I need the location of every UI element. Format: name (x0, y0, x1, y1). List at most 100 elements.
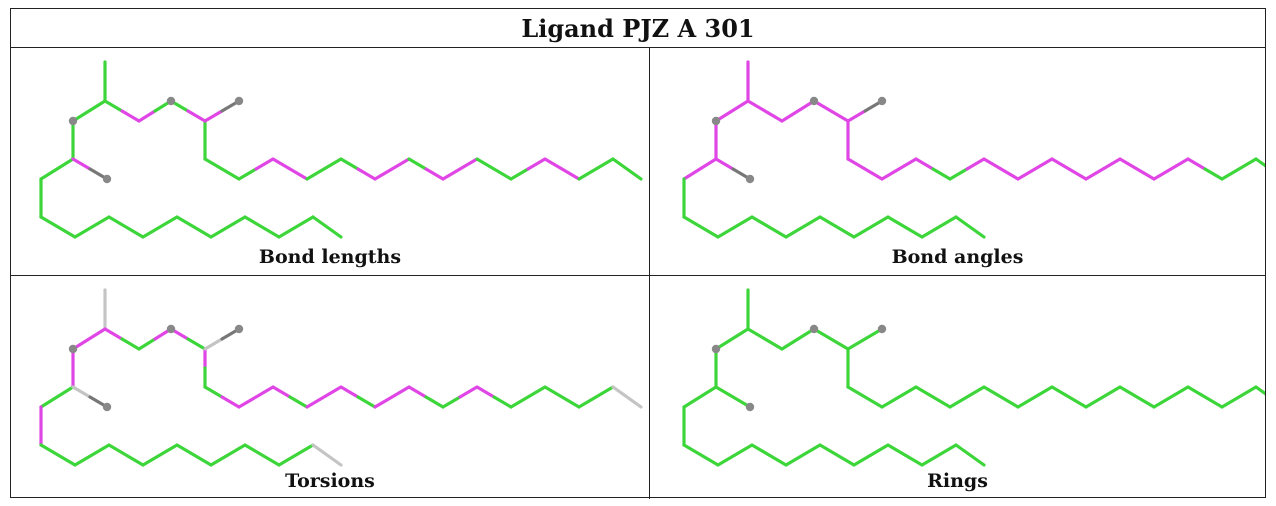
bond (784, 443, 822, 467)
bond (203, 157, 241, 181)
atom-marker (711, 344, 721, 354)
bond-half (339, 157, 360, 171)
atom-marker (745, 402, 755, 412)
atom-marker (68, 116, 78, 126)
bond-half (137, 109, 157, 123)
bond-half (103, 327, 124, 341)
bond (852, 443, 890, 467)
grid-divider-horizontal (11, 275, 1265, 276)
bond-half (1203, 167, 1224, 181)
bond (682, 157, 718, 181)
bond (107, 215, 145, 239)
bond (780, 99, 816, 123)
bond (1084, 157, 1122, 181)
bond-half (288, 395, 309, 409)
bond (1152, 385, 1190, 409)
bond (73, 443, 111, 467)
bond (948, 385, 986, 409)
bond (1152, 157, 1190, 181)
bond (812, 99, 850, 123)
bond (982, 385, 1020, 409)
molecule-rings (682, 288, 1265, 467)
bond-half (203, 109, 224, 123)
molecule-torsions (39, 288, 643, 467)
atom-marker (166, 96, 176, 106)
bond (311, 215, 343, 239)
panel-rings: Rings (650, 276, 1265, 499)
bond (714, 385, 752, 409)
bond (39, 385, 75, 409)
bond (39, 443, 77, 467)
bond (1016, 157, 1054, 181)
bond (543, 157, 581, 181)
bond-half (71, 157, 92, 171)
bond (846, 327, 884, 351)
bond (714, 99, 750, 123)
panel-bond-lengths: Bond lengths (11, 48, 649, 275)
bond (277, 443, 315, 467)
atom-marker (711, 116, 721, 126)
bond-half (356, 395, 377, 409)
bond-half (846, 109, 867, 123)
bond (1050, 157, 1088, 181)
bond-half (103, 99, 124, 113)
bond (780, 327, 816, 351)
bond-half (441, 395, 462, 409)
bond (750, 443, 788, 467)
bond (852, 215, 890, 239)
molecule-bond-angles (682, 60, 1265, 239)
bond (1220, 157, 1258, 181)
bond (441, 157, 479, 181)
bond (1254, 385, 1265, 396)
bond-half (475, 385, 496, 399)
bond (682, 215, 720, 239)
bond (818, 215, 856, 239)
bond-half (424, 167, 445, 181)
bond (73, 215, 111, 239)
bond (271, 157, 309, 181)
bond (714, 327, 750, 351)
bond (846, 385, 884, 409)
bond (954, 215, 986, 239)
caption-bond-angles: Bond angles (891, 246, 1024, 268)
bond (1084, 385, 1122, 409)
bond (880, 157, 918, 181)
bond-half (424, 395, 445, 409)
bond (682, 443, 720, 467)
panel-torsions: Torsions (11, 276, 649, 499)
atom-marker (102, 174, 112, 184)
bond-half (948, 167, 969, 181)
molecule-bond-lengths (39, 60, 643, 239)
bond (846, 157, 884, 181)
bond (509, 385, 547, 409)
bond (39, 157, 75, 181)
bond (1254, 157, 1265, 168)
bond-half (356, 167, 377, 181)
bond (982, 157, 1020, 181)
bond (716, 443, 754, 467)
bond (305, 157, 343, 181)
bond (920, 215, 958, 239)
bond-half (492, 395, 513, 409)
grid-divider-vertical (649, 47, 650, 499)
bond-half (203, 385, 224, 399)
bond (1118, 385, 1156, 409)
bond-half (186, 109, 207, 123)
bond (1050, 385, 1088, 409)
bond (39, 215, 77, 239)
bond (746, 99, 784, 123)
bond-half (203, 337, 224, 351)
bond (209, 215, 247, 239)
bond-half (137, 337, 157, 351)
bond-half (339, 385, 360, 399)
atom-marker (809, 324, 819, 334)
bond-half (71, 385, 92, 399)
bond (305, 385, 343, 409)
caption-bond-lengths: Bond lengths (258, 246, 402, 268)
bond (716, 215, 754, 239)
bond (373, 157, 411, 181)
bond-half (965, 157, 986, 171)
bond-half (120, 109, 141, 123)
bond (373, 385, 411, 409)
bond-half (186, 337, 207, 351)
